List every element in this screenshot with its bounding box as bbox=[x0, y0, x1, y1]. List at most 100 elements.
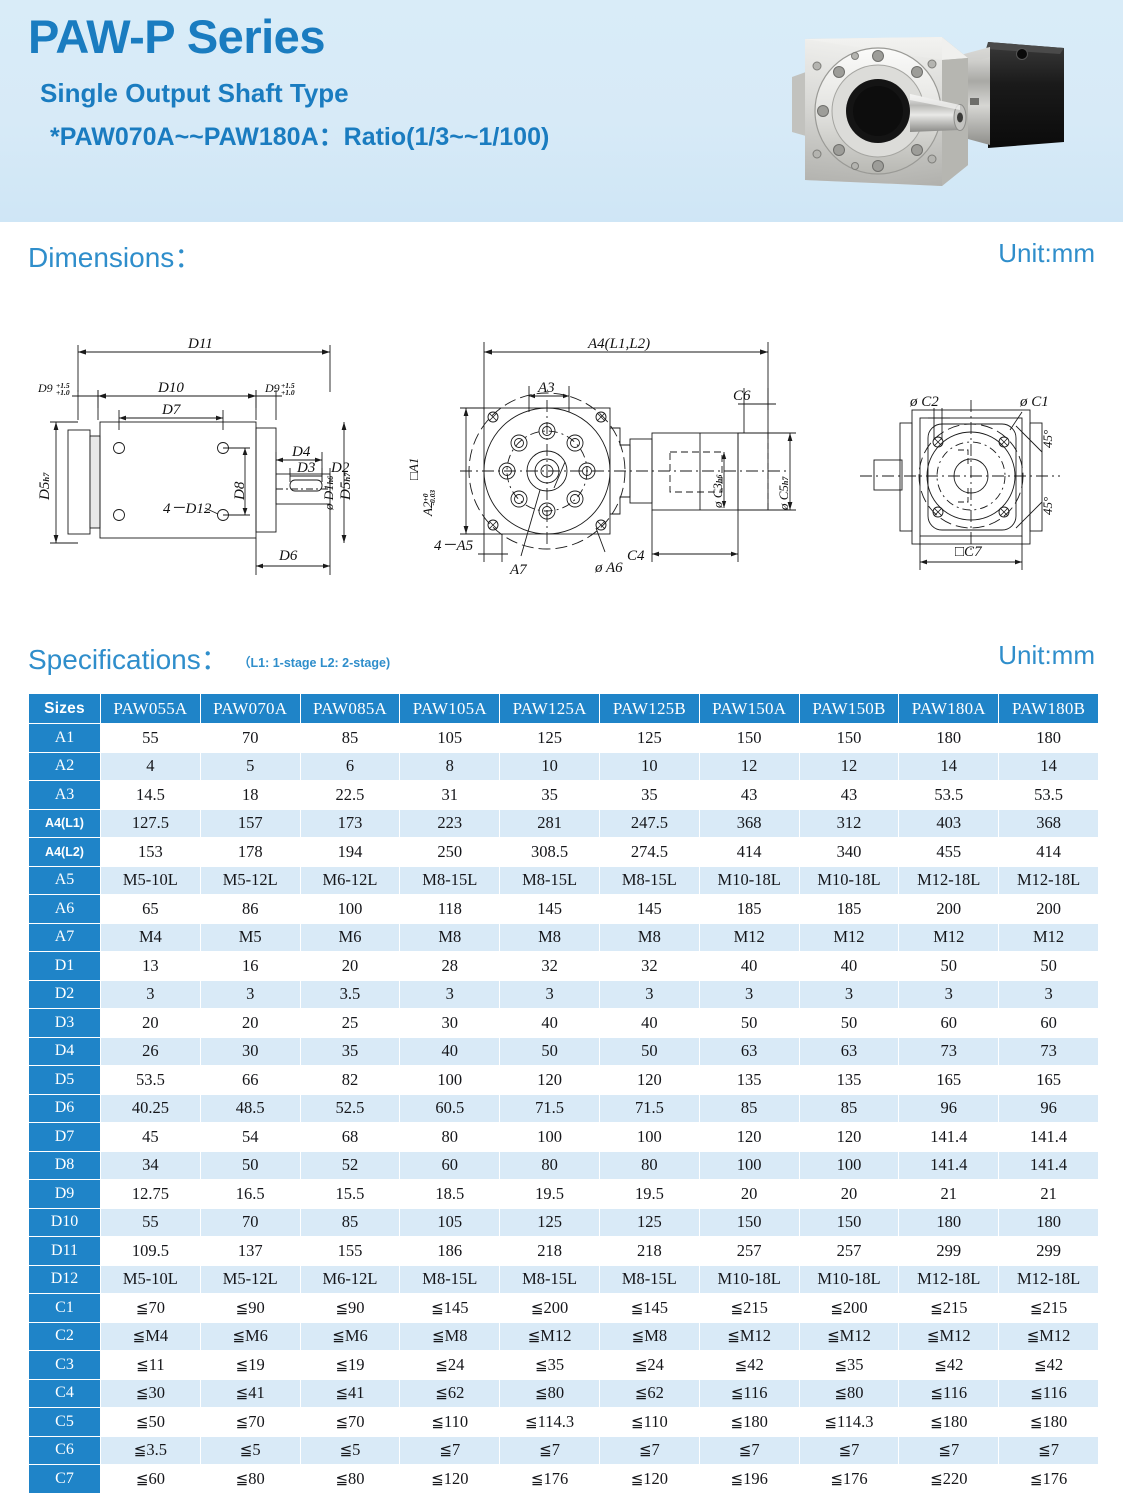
dimension-drawings: D11 D9 +1.5 +1.0 D10 D9 +1.5 +1.0 D7 D4 … bbox=[0, 300, 1123, 625]
table-cell: 20 bbox=[798, 1179, 900, 1209]
table-cell: 53.5 bbox=[100, 1065, 201, 1095]
page-banner: PAW-P Series Single Output Shaft Type *P… bbox=[0, 0, 1123, 222]
table-col-header-paw125a: PAW125A bbox=[499, 693, 600, 724]
table-cell: 8 bbox=[399, 751, 501, 781]
table-row-label-d1: D1 bbox=[28, 951, 101, 981]
table-cell: 40 bbox=[399, 1036, 501, 1066]
table-cell: ≦42 bbox=[998, 1350, 1099, 1380]
table-cell: 141.4 bbox=[898, 1150, 1000, 1180]
table-cell: ≦5 bbox=[299, 1435, 401, 1465]
table-row: C1≦70≦90≦90≦145≦200≦145≦215≦200≦215≦215 bbox=[28, 1293, 1099, 1323]
table-cell: M5 bbox=[199, 922, 301, 952]
table-cell: 80 bbox=[499, 1150, 600, 1180]
table-cell: 50 bbox=[199, 1150, 301, 1180]
table-cell: 50 bbox=[499, 1036, 600, 1066]
table-cell: 109.5 bbox=[100, 1236, 201, 1266]
table-cell: 125 bbox=[499, 723, 600, 753]
table-cell: 145 bbox=[499, 894, 600, 924]
table-cell: 80 bbox=[399, 1122, 501, 1152]
table-cell: 68 bbox=[299, 1122, 401, 1152]
table-cell: 308.5 bbox=[499, 837, 600, 867]
table-cell: 10 bbox=[499, 751, 600, 781]
table-cell: 40 bbox=[499, 1008, 600, 1038]
table-col-header-paw105a: PAW105A bbox=[399, 693, 501, 724]
table-cell: 3 bbox=[399, 979, 501, 1009]
table-cell: 125 bbox=[598, 1207, 700, 1237]
label-d7: D7 bbox=[161, 402, 182, 418]
table-row-label-c4: C4 bbox=[28, 1378, 101, 1408]
table-cell: 48.5 bbox=[199, 1093, 301, 1123]
table-cell: 52 bbox=[299, 1150, 401, 1180]
table-cell: 73 bbox=[998, 1036, 1099, 1066]
table-cell: ≦M12 bbox=[499, 1321, 600, 1351]
table-cell: ≦176 bbox=[499, 1464, 600, 1494]
table-cell: ≦215 bbox=[998, 1293, 1099, 1323]
table-cell: 178 bbox=[199, 837, 301, 867]
table-cell: 125 bbox=[598, 723, 700, 753]
dimensions-section-header: Dimensions： Unit:mm bbox=[0, 222, 1123, 282]
table-cell: 100 bbox=[598, 1122, 700, 1152]
svg-text:+1.5: +1.5 bbox=[56, 381, 70, 390]
table-cell: ≦80 bbox=[499, 1378, 600, 1408]
table-cell: ≦80 bbox=[199, 1464, 301, 1494]
specifications-note: （L1: 1-stage L2: 2-stage) bbox=[238, 656, 391, 670]
table-col-header-paw180b: PAW180B bbox=[998, 693, 1099, 724]
table-cell: 12 bbox=[698, 751, 800, 781]
specifications-unit-label: Unit:mm bbox=[998, 640, 1095, 670]
label-d2: D2 bbox=[330, 460, 350, 476]
table-cell: M8-15L bbox=[598, 865, 700, 895]
label-d9-right: D9 bbox=[264, 381, 280, 395]
table-cell: 165 bbox=[898, 1065, 1000, 1095]
table-col-header-paw125b: PAW125B bbox=[598, 693, 700, 724]
table-row: C3≦11≦19≦19≦24≦35≦24≦42≦35≦42≦42 bbox=[28, 1350, 1099, 1380]
table-cell: 3.5 bbox=[299, 979, 401, 1009]
table-cell: ≦50 bbox=[100, 1407, 201, 1437]
label-45deg-top: 45° bbox=[1040, 430, 1055, 448]
label-d10: D10 bbox=[157, 380, 184, 396]
table-cell: 80 bbox=[598, 1150, 700, 1180]
table-cell: 3 bbox=[100, 979, 201, 1009]
label-c3: ø C3h6 bbox=[710, 475, 725, 509]
table-cell: 53.5 bbox=[898, 780, 1000, 810]
table-cell: M5-12L bbox=[199, 865, 301, 895]
table-cell: 105 bbox=[399, 723, 501, 753]
table-cell: 200 bbox=[998, 894, 1099, 924]
table-row-label-c5: C5 bbox=[28, 1407, 101, 1437]
table-cell: 3 bbox=[898, 979, 1000, 1009]
svg-text:+1.0: +1.0 bbox=[56, 388, 70, 397]
table-row-label-d12: D12 bbox=[28, 1264, 101, 1294]
table-cell: ≦M4 bbox=[100, 1321, 201, 1351]
table-cell: 180 bbox=[998, 1207, 1099, 1237]
drawing-rear-view bbox=[860, 400, 1060, 570]
table-cell: 141.4 bbox=[998, 1150, 1099, 1180]
label-d8: D8 bbox=[232, 481, 248, 501]
table-cell: 18 bbox=[199, 780, 301, 810]
table-cell: 127.5 bbox=[100, 808, 201, 838]
drawing-front-view bbox=[460, 342, 796, 562]
table-cell: ≦110 bbox=[598, 1407, 700, 1437]
table-cell: ≦19 bbox=[299, 1350, 401, 1380]
table-cell: 50 bbox=[998, 951, 1099, 981]
table-cell: M10-18L bbox=[798, 865, 900, 895]
table-cell: 100 bbox=[798, 1150, 900, 1180]
table-cell: ≦176 bbox=[998, 1464, 1099, 1494]
table-cell: 135 bbox=[798, 1065, 900, 1095]
table-cell: 150 bbox=[798, 1207, 900, 1237]
table-row-label-c2: C2 bbox=[28, 1321, 101, 1351]
table-cell: ≦180 bbox=[698, 1407, 800, 1437]
table-cell: M4 bbox=[100, 922, 201, 952]
table-cell: 85 bbox=[798, 1093, 900, 1123]
table-cell: M12 bbox=[798, 922, 900, 952]
table-row: C6≦3.5≦5≦5≦7≦7≦7≦7≦7≦7≦7 bbox=[28, 1435, 1099, 1465]
table-cell: 257 bbox=[698, 1236, 800, 1266]
table-cell: 141.4 bbox=[898, 1122, 1000, 1152]
table-cell: 20 bbox=[199, 1008, 301, 1038]
table-row-label-d7: D7 bbox=[28, 1122, 101, 1152]
